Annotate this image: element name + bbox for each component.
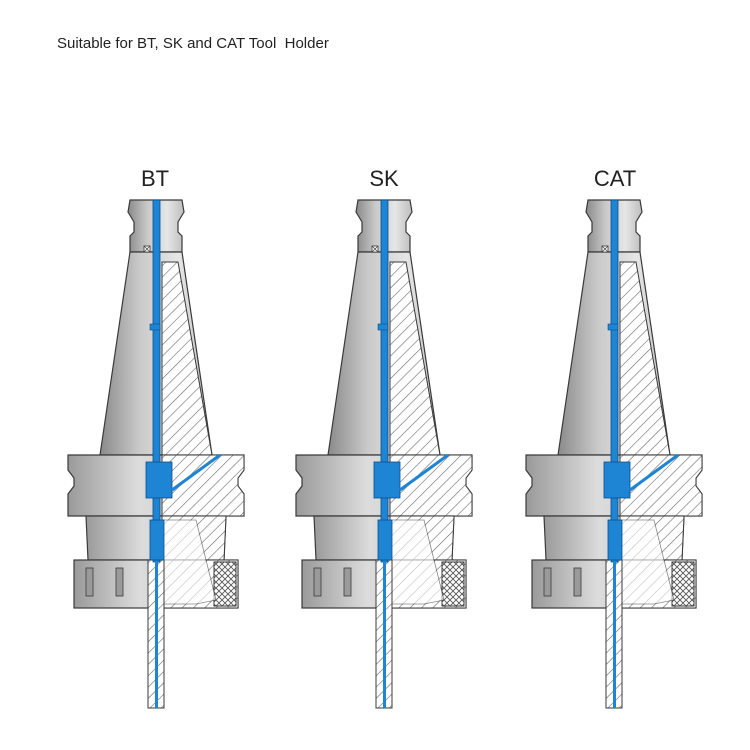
label-bt: BT bbox=[140, 166, 170, 191]
label-cat: CAT bbox=[593, 166, 637, 191]
bt-tool-holder bbox=[66, 198, 246, 710]
sk-tool-holder bbox=[294, 198, 474, 710]
label-sk: SK bbox=[369, 166, 399, 191]
cat-tool-holder bbox=[524, 198, 704, 710]
page-caption: Suitable for BT, SK and CAT Tool Holder bbox=[57, 35, 329, 52]
